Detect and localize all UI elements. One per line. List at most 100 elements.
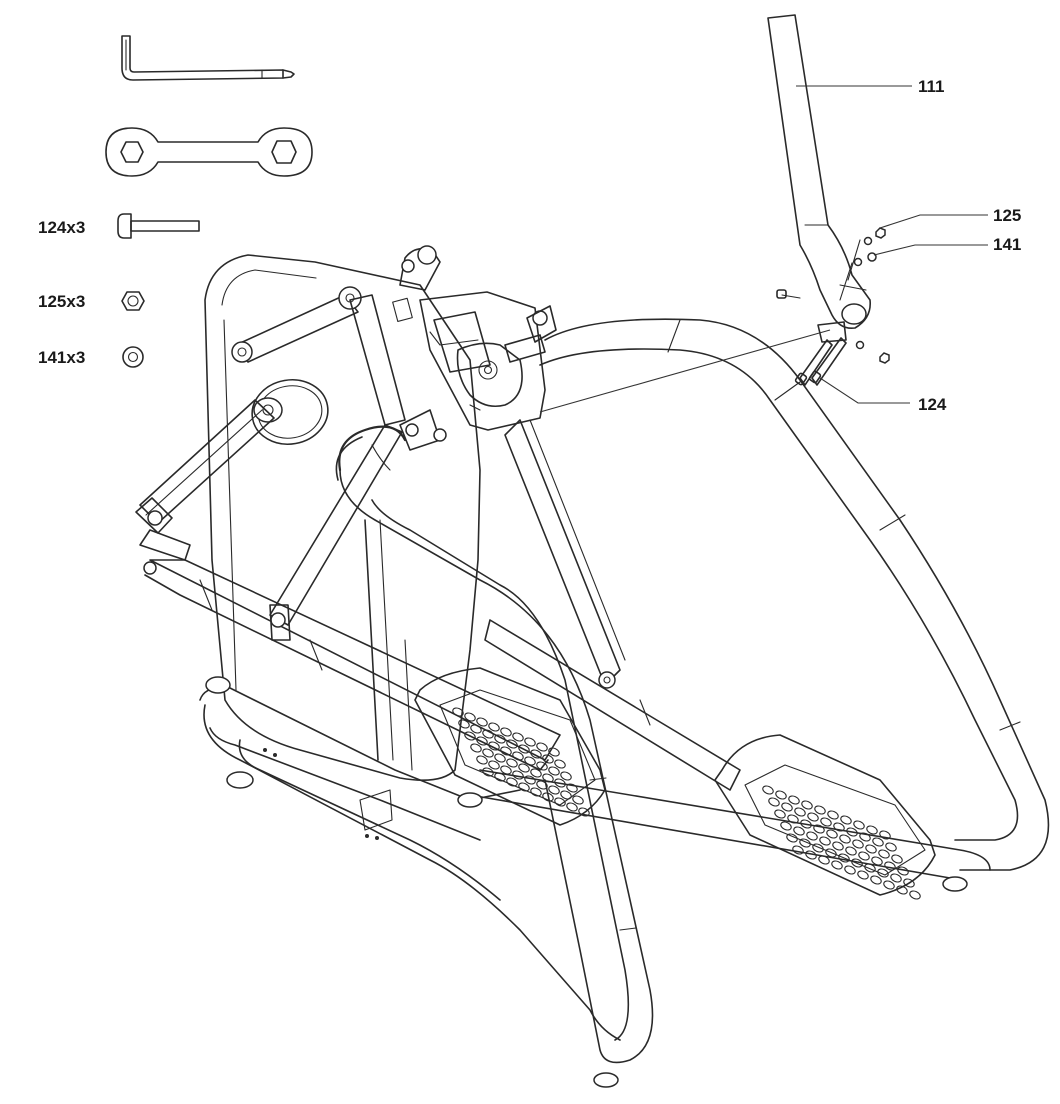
tread-hole	[464, 731, 476, 741]
tread-hole	[871, 856, 883, 866]
tread-hole	[518, 763, 530, 773]
tread-hole	[812, 843, 824, 853]
tread-hole	[554, 797, 566, 807]
tread-hole	[844, 865, 856, 875]
tread-hole	[548, 747, 560, 757]
callout-125: 125	[993, 206, 1022, 225]
tread-hole	[788, 795, 800, 805]
tread-hole	[506, 739, 518, 749]
tread-hole	[883, 880, 895, 890]
allen-key-icon	[121, 35, 295, 81]
callout-111: 111	[918, 77, 945, 96]
nut-125-icon	[121, 291, 145, 311]
tread-hole	[845, 846, 857, 856]
hardware-label-124: 124x3	[38, 218, 86, 237]
bolt-124-icon	[117, 213, 200, 239]
tread-hole	[530, 749, 542, 759]
tread-hole	[518, 744, 530, 754]
tread-hole	[866, 825, 878, 835]
tread-hole	[566, 802, 578, 812]
tread-hole	[832, 841, 844, 851]
tread-hole	[554, 759, 566, 769]
tread-hole	[500, 746, 512, 756]
tread-hole	[805, 850, 817, 860]
tread-hole	[781, 802, 793, 812]
tread-hole	[833, 822, 845, 832]
tread-hole	[494, 772, 506, 782]
tread-hole	[786, 833, 798, 843]
tread-hole	[464, 712, 476, 722]
tread-hole	[865, 844, 877, 854]
tread-hole	[482, 767, 494, 777]
tread-hole	[870, 875, 882, 885]
tread-hole	[572, 795, 584, 805]
tread-hole	[885, 842, 897, 852]
tread-hole	[488, 741, 500, 751]
tread-hole	[903, 878, 915, 888]
tread-hole	[488, 722, 500, 732]
tread-hole	[839, 834, 851, 844]
tread-hole	[494, 734, 506, 744]
tread-hole	[896, 885, 908, 895]
tread-hole	[488, 760, 500, 770]
handlebar-111	[767, 14, 872, 343]
tread-hole	[494, 753, 506, 763]
tread-hole	[864, 863, 876, 873]
tread-hole	[548, 785, 560, 795]
tread-hole	[548, 766, 560, 776]
exploded-hardware	[776, 227, 890, 386]
tread-hole	[890, 873, 902, 883]
tread-hole	[762, 785, 774, 795]
tread-hole	[524, 756, 536, 766]
tread-hole	[506, 758, 518, 768]
tread-hole	[794, 807, 806, 817]
tread-hole	[530, 787, 542, 797]
callout-141: 141	[993, 235, 1022, 254]
tread-hole	[787, 814, 799, 824]
tread-hole	[476, 717, 488, 727]
tread-hole	[566, 783, 578, 793]
hardware-label-125: 125x3	[38, 292, 86, 311]
leader-lines	[539, 85, 988, 413]
tread-hole	[542, 754, 554, 764]
tread-hole	[500, 765, 512, 775]
tread-hole	[840, 815, 852, 825]
tread-hole	[884, 861, 896, 871]
tread-hole	[476, 736, 488, 746]
tread-hole	[530, 768, 542, 778]
tread-hole	[792, 845, 804, 855]
tread-hole	[578, 807, 590, 817]
tread-hole	[814, 805, 826, 815]
tread-hole	[807, 812, 819, 822]
tread-hole	[801, 800, 813, 810]
tread-hole	[800, 819, 812, 829]
tread-hole	[774, 809, 786, 819]
tread-hole	[813, 824, 825, 834]
tread-hole	[793, 826, 805, 836]
double-ended-wrench-icon	[105, 127, 313, 177]
tread-hole	[512, 732, 524, 742]
tread-hole	[825, 848, 837, 858]
tread-hole	[506, 777, 518, 787]
tread-hole	[857, 870, 869, 880]
tread-hole	[458, 719, 470, 729]
tread-hole	[859, 832, 871, 842]
washer-141-icon	[122, 346, 144, 368]
tread-hole	[827, 810, 839, 820]
tread-hole	[482, 748, 494, 758]
tread-hole	[542, 773, 554, 783]
tread-hole	[768, 797, 780, 807]
tread-hole	[820, 817, 832, 827]
tread-hole	[482, 729, 494, 739]
tread-hole	[775, 790, 787, 800]
tread-hole	[536, 780, 548, 790]
tread-hole	[554, 778, 566, 788]
tread-hole	[512, 751, 524, 761]
tread-hole	[818, 855, 830, 865]
tread-hole	[897, 866, 909, 876]
tread-hole	[858, 851, 870, 861]
tread-hole	[831, 860, 843, 870]
tread-hole	[512, 770, 524, 780]
tread-hole	[470, 743, 482, 753]
